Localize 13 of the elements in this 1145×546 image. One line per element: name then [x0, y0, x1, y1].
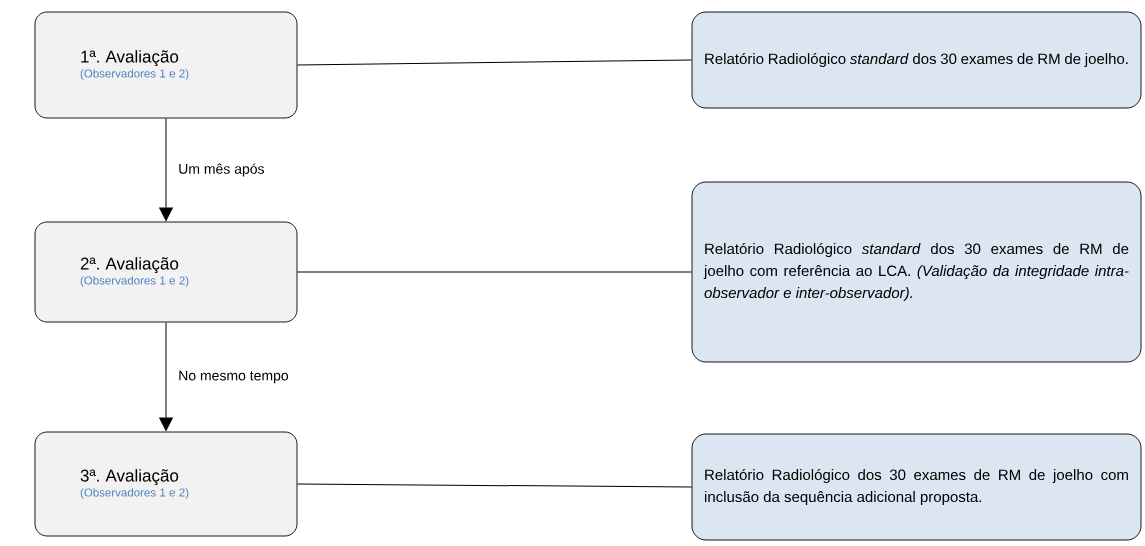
connector-line	[296, 59, 693, 66]
process-box: 2ª. Avaliação (Observadores 1 e 2)	[34, 221, 298, 323]
connector-line	[296, 271, 693, 273]
report-box: Relatório Radiológico standard dos 30 exames de RM de joelho.	[691, 11, 1142, 109]
arrow	[159, 321, 173, 431]
report-box: Relatório Radiológico dos 30 exames de RM de joelho com inclusão da sequência adicional proposta.	[691, 433, 1142, 541]
edge-label: No mesmo tempo	[179, 370, 289, 384]
connector-line	[296, 483, 693, 488]
edge-label: Um mês após	[179, 163, 265, 177]
report-box: Relatório Radiológico standard dos 30 exames de RM de joelho com referência ao LCA. (Validação da integridade intra-observador e inter-observador).	[691, 181, 1142, 363]
arrow	[159, 117, 173, 221]
process-box: 3ª. Avaliação (Observadores 1 e 2)	[34, 431, 298, 537]
process-box: 1ª. Avaliação (Observadores 1 e 2)	[34, 11, 298, 119]
